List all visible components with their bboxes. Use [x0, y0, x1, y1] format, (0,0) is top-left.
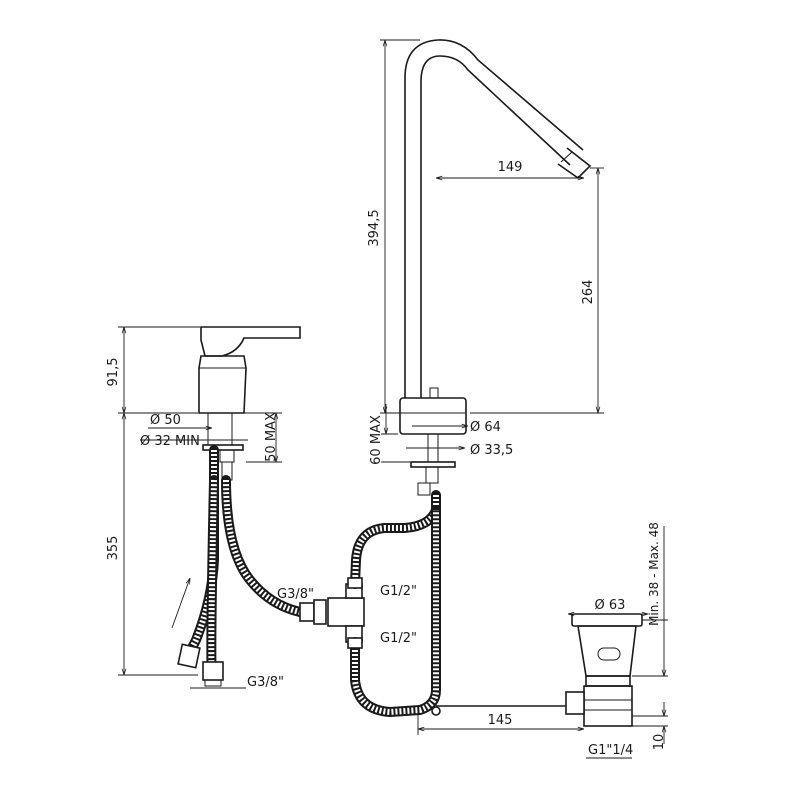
spout-height-label: 394,5: [367, 209, 382, 246]
connector-mixer-bottom-label: G3/8": [247, 675, 284, 690]
flow-arrow: [171, 578, 190, 629]
connector-mixer-label: G3/8": [277, 587, 314, 602]
spout-outlet-label: 264: [581, 280, 596, 305]
waste-rod: 145: [417, 705, 584, 735]
spout-reach-label: 149: [498, 160, 523, 175]
mixer-base-label: Ø 50: [150, 413, 181, 428]
spout-base-label: Ø 64: [470, 420, 501, 435]
mixer-deck-label: 50 MAX: [264, 412, 279, 462]
spout-hoses: [347, 490, 441, 717]
mixer-hole-label: Ø 32 MIN: [140, 434, 200, 449]
connector-labels: G3/8" G3/8": [190, 587, 314, 690]
tee-bottom-label: G1/2": [380, 631, 417, 646]
dim-spout-reach: 149: [436, 160, 584, 178]
mixer-height-label: 91,5: [106, 358, 121, 387]
tee-top-label: G1/2": [380, 584, 417, 599]
spout-deck-label: 60 MAX: [369, 415, 384, 465]
waste-thread-label: G1"1/4: [588, 743, 633, 758]
mixer-hoses: [185, 445, 305, 675]
mixer-hose-ends: [177, 599, 327, 687]
waste: [565, 613, 643, 727]
dim-hose-length: 355: [106, 413, 198, 676]
spout: [404, 39, 592, 398]
dim-spout-height: 394,5: [367, 39, 420, 414]
waste-diameter-label: Ø 63: [595, 598, 626, 613]
waste-deck-label: Min. 38 - Max. 48: [647, 522, 661, 626]
dim-spout-base: Ø 64 Ø 33,5 60 MAX: [369, 404, 513, 465]
waste-rod-label: 145: [488, 713, 513, 728]
spout-hole-label: Ø 33,5: [470, 443, 513, 458]
waste-bottom-label: 10: [652, 734, 667, 751]
mixer-body: [198, 355, 247, 414]
spout-base: [399, 387, 467, 435]
hose-length-label: 355: [106, 536, 121, 561]
dim-mixer-height: 91,5: [106, 326, 200, 414]
spout-deck-fixing: [410, 433, 456, 496]
mixer-handle: [200, 326, 301, 357]
dim-spout-outlet: 264: [470, 167, 604, 414]
dim-mixer-base: Ø 50 Ø 32 MIN 50 MAX: [140, 412, 282, 463]
dim-waste: Ø 63 Min. 38 - Max. 48 G1"1/4 10: [568, 522, 668, 759]
tee-connector: G1/2" G1/2": [327, 583, 417, 646]
